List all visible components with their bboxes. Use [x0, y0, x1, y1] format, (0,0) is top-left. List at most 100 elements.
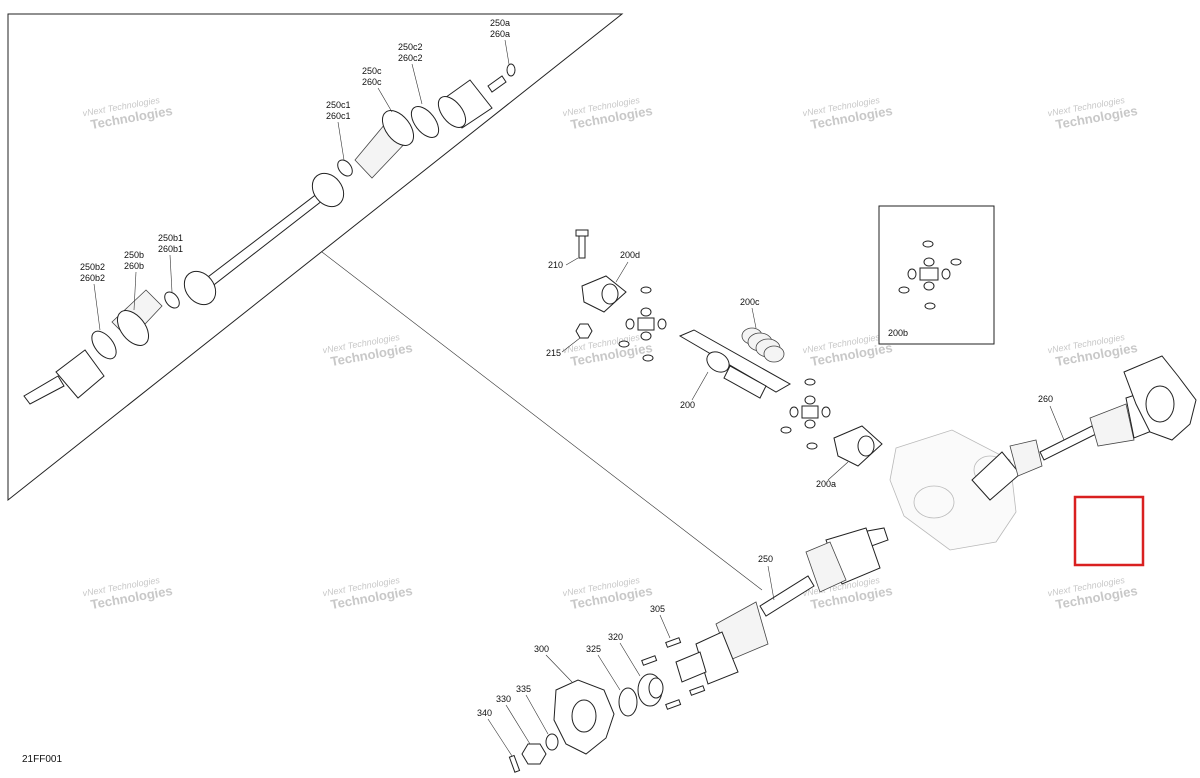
half-shaft-250-bar[interactable] [759, 575, 815, 617]
inset-connector-line [321, 251, 763, 591]
yoke-200a-bore[interactable] [857, 435, 875, 457]
detail-box-200b: 200b [878, 205, 995, 345]
u-joint-upper-center[interactable] [637, 317, 655, 331]
callout-200c: 200c [740, 297, 760, 307]
callout-200a: 200a [816, 479, 836, 489]
callout-210: 210 [548, 260, 563, 270]
half-shaft-260-inner-boot[interactable] [1009, 439, 1043, 477]
propeller-shaft-200-tube[interactable] [723, 365, 767, 399]
wheel-hub-lower-assembly: 305 320 325 300 335 330 340 [477, 604, 706, 773]
inset-tripod-lower[interactable] [178, 265, 222, 311]
callout-335: 335 [516, 684, 531, 694]
half-shaft-250-stub[interactable] [675, 651, 707, 683]
inset-clamp-large-lower[interactable] [87, 327, 121, 363]
callout-250c1: 250c1 [326, 100, 351, 110]
circlip-lower-1[interactable] [804, 378, 816, 386]
leader-300 [545, 654, 573, 683]
callout-330: 330 [496, 694, 511, 704]
boot-200c-ring-4[interactable] [763, 345, 785, 363]
u-joint-detail-cap-bottom[interactable] [923, 281, 935, 291]
u-joint-lower-cap-bottom[interactable] [804, 419, 816, 429]
half-shaft-250-inner-boot[interactable] [805, 541, 847, 593]
half-shaft-260-bar[interactable] [1039, 425, 1097, 461]
circlip-upper-1[interactable] [640, 286, 652, 294]
u-joint-upper-cap-left[interactable] [625, 318, 635, 330]
callout-300: 300 [534, 644, 549, 654]
inset-splined-stub-lower[interactable] [23, 375, 65, 405]
wheel-hub-300-bore[interactable] [571, 699, 597, 733]
bolt-210-head[interactable] [575, 229, 589, 237]
circlip-upper-3[interactable] [642, 354, 654, 362]
inset-splined-stub-upper[interactable] [487, 75, 507, 93]
u-joint-detail-cap-right[interactable] [941, 268, 951, 280]
cotter-pin-340[interactable] [508, 754, 521, 773]
circlip-lower-2[interactable] [780, 426, 792, 434]
callout-260c2: 260c2 [398, 53, 423, 63]
yoke-200d-bore[interactable] [601, 283, 619, 305]
callout-260a: 260a [490, 29, 510, 39]
u-joint-lower-cap-left[interactable] [789, 406, 799, 418]
callout-260b: 260b [124, 261, 144, 271]
leader-335 [525, 694, 549, 735]
u-joint-upper[interactable] [625, 307, 667, 341]
inset-clamp-small-upper[interactable] [335, 157, 356, 179]
inset-cv-housing-lower[interactable] [55, 349, 105, 399]
circlip-upper-2[interactable] [618, 340, 630, 348]
bolt-210[interactable] [578, 233, 586, 259]
boot-200c[interactable] [741, 327, 785, 363]
stud-305-a[interactable] [665, 637, 682, 648]
figure-id: 21FF001 [22, 754, 62, 765]
detail-circlip-1[interactable] [922, 240, 934, 248]
leader-250 [767, 565, 775, 601]
inset-boot-lower-end[interactable] [111, 305, 155, 351]
detail-circlip-3[interactable] [898, 286, 910, 294]
wheel-hub-right-bore[interactable] [1145, 385, 1175, 423]
inset-snap-ring-upper[interactable] [506, 63, 516, 77]
u-joint-upper-cap-right[interactable] [657, 318, 667, 330]
stud-305-d[interactable] [665, 699, 682, 710]
u-joint-detail-cap-left[interactable] [907, 268, 917, 280]
callout-320: 320 [608, 632, 623, 642]
u-joint-upper-cap-bottom[interactable] [640, 331, 652, 341]
inset-clamp-large-upper[interactable] [406, 102, 444, 143]
leader-250c [377, 87, 393, 113]
callout-250a: 250a [490, 18, 510, 28]
bearing-320-inner[interactable] [648, 677, 664, 699]
detail-circlip-4[interactable] [924, 302, 936, 310]
highlight-box [1073, 495, 1145, 567]
snap-ring-325[interactable] [618, 687, 638, 717]
u-joint-lower-cap-right[interactable] [821, 406, 831, 418]
leader-250b [133, 271, 137, 311]
callout-260: 260 [1038, 394, 1053, 404]
u-joint-lower-center[interactable] [801, 405, 819, 419]
inset-cv-housing-upper-face[interactable] [433, 92, 471, 133]
inset-boot-upper-end[interactable] [376, 105, 420, 151]
u-joint-detail-cap-top[interactable] [923, 257, 935, 267]
washer-335[interactable] [545, 733, 559, 751]
stud-305-b[interactable] [641, 655, 658, 666]
detail-circlip-2[interactable] [950, 258, 962, 266]
u-joint-lower[interactable] [789, 395, 831, 429]
nut-215[interactable] [575, 323, 593, 339]
callout-250b1: 250b1 [158, 233, 183, 243]
circlip-lower-3[interactable] [806, 442, 818, 450]
leader-320 [619, 642, 641, 677]
callout-260c: 260c [362, 77, 382, 87]
leader-340 [487, 718, 513, 757]
callout-250b: 250b [124, 250, 144, 260]
u-joint-upper-cap-top[interactable] [640, 307, 652, 317]
callout-305: 305 [650, 604, 665, 614]
inset-clamp-small-lower[interactable] [162, 289, 183, 311]
inset-tripod-upper[interactable] [306, 167, 350, 213]
leader-250a [504, 39, 510, 65]
stud-305-c[interactable] [689, 685, 706, 696]
callout-260c1: 260c1 [326, 111, 351, 121]
u-joint-lower-cap-top[interactable] [804, 395, 816, 405]
callout-340: 340 [477, 708, 492, 718]
propeller-shaft-200-collar[interactable] [703, 348, 733, 377]
inset-shaft[interactable] [199, 189, 328, 292]
u-joint-detail-center[interactable] [919, 267, 939, 281]
nut-330[interactable] [521, 743, 547, 765]
half-shaft-260-outer-boot[interactable] [1089, 403, 1135, 447]
